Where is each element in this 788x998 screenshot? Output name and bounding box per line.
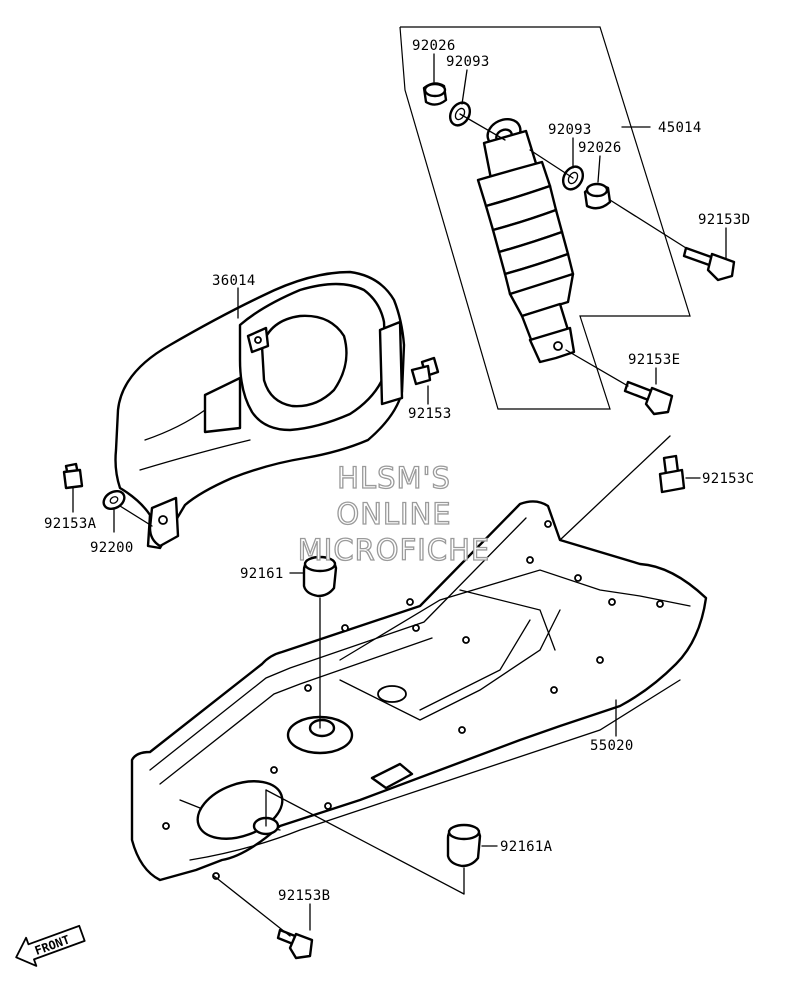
bolt-92153a [62,462,84,490]
label-92153: 92153 [408,406,452,422]
label-92161: 92161 [240,566,284,582]
bolt-92153d [682,246,736,282]
label-92026-right: 92026 [578,140,622,156]
label-36014: 36014 [212,273,256,289]
label-92161a: 92161A [500,839,553,855]
skid-plate [130,500,708,882]
washer-92200 [102,489,126,511]
shock-assembly-frame [399,26,691,410]
rear-shock-absorber [476,118,576,364]
label-92153e: 92153E [628,352,680,368]
watermark-line-1: HLSM'S [337,461,451,495]
label-92153a: 92153A [44,516,97,532]
rubber-bumper-92161a [446,823,482,868]
leader-lines [72,53,727,937]
label-92200: 92200 [90,540,134,556]
label-45014: 45014 [658,120,702,136]
rubber-bumper-92161 [302,555,338,598]
front-arrow-icon: FRONT [15,924,86,967]
label-92026-top: 92026 [412,38,456,54]
bushing-92026-right [583,182,612,210]
label-92153b: 92153B [278,888,330,904]
label-92093-top: 92093 [446,54,490,70]
label-92093-right: 92093 [548,122,592,138]
chain-guard [114,270,406,550]
watermark-line-2: ONLINE [336,497,451,531]
label-55020: 55020 [590,738,634,754]
bolt-92153e [623,380,674,416]
watermark-line-3: MICROFICHE [298,533,490,567]
bushing-92026-top [422,82,448,106]
watermark: HLSM'S ONLINE MICROFICHE [297,460,490,567]
label-92153d: 92153D [698,212,750,228]
bolt-92153b [276,928,314,960]
bolt-92153 [410,356,440,386]
bolt-92153c [658,454,686,494]
label-92153c: 92153C [702,471,754,487]
